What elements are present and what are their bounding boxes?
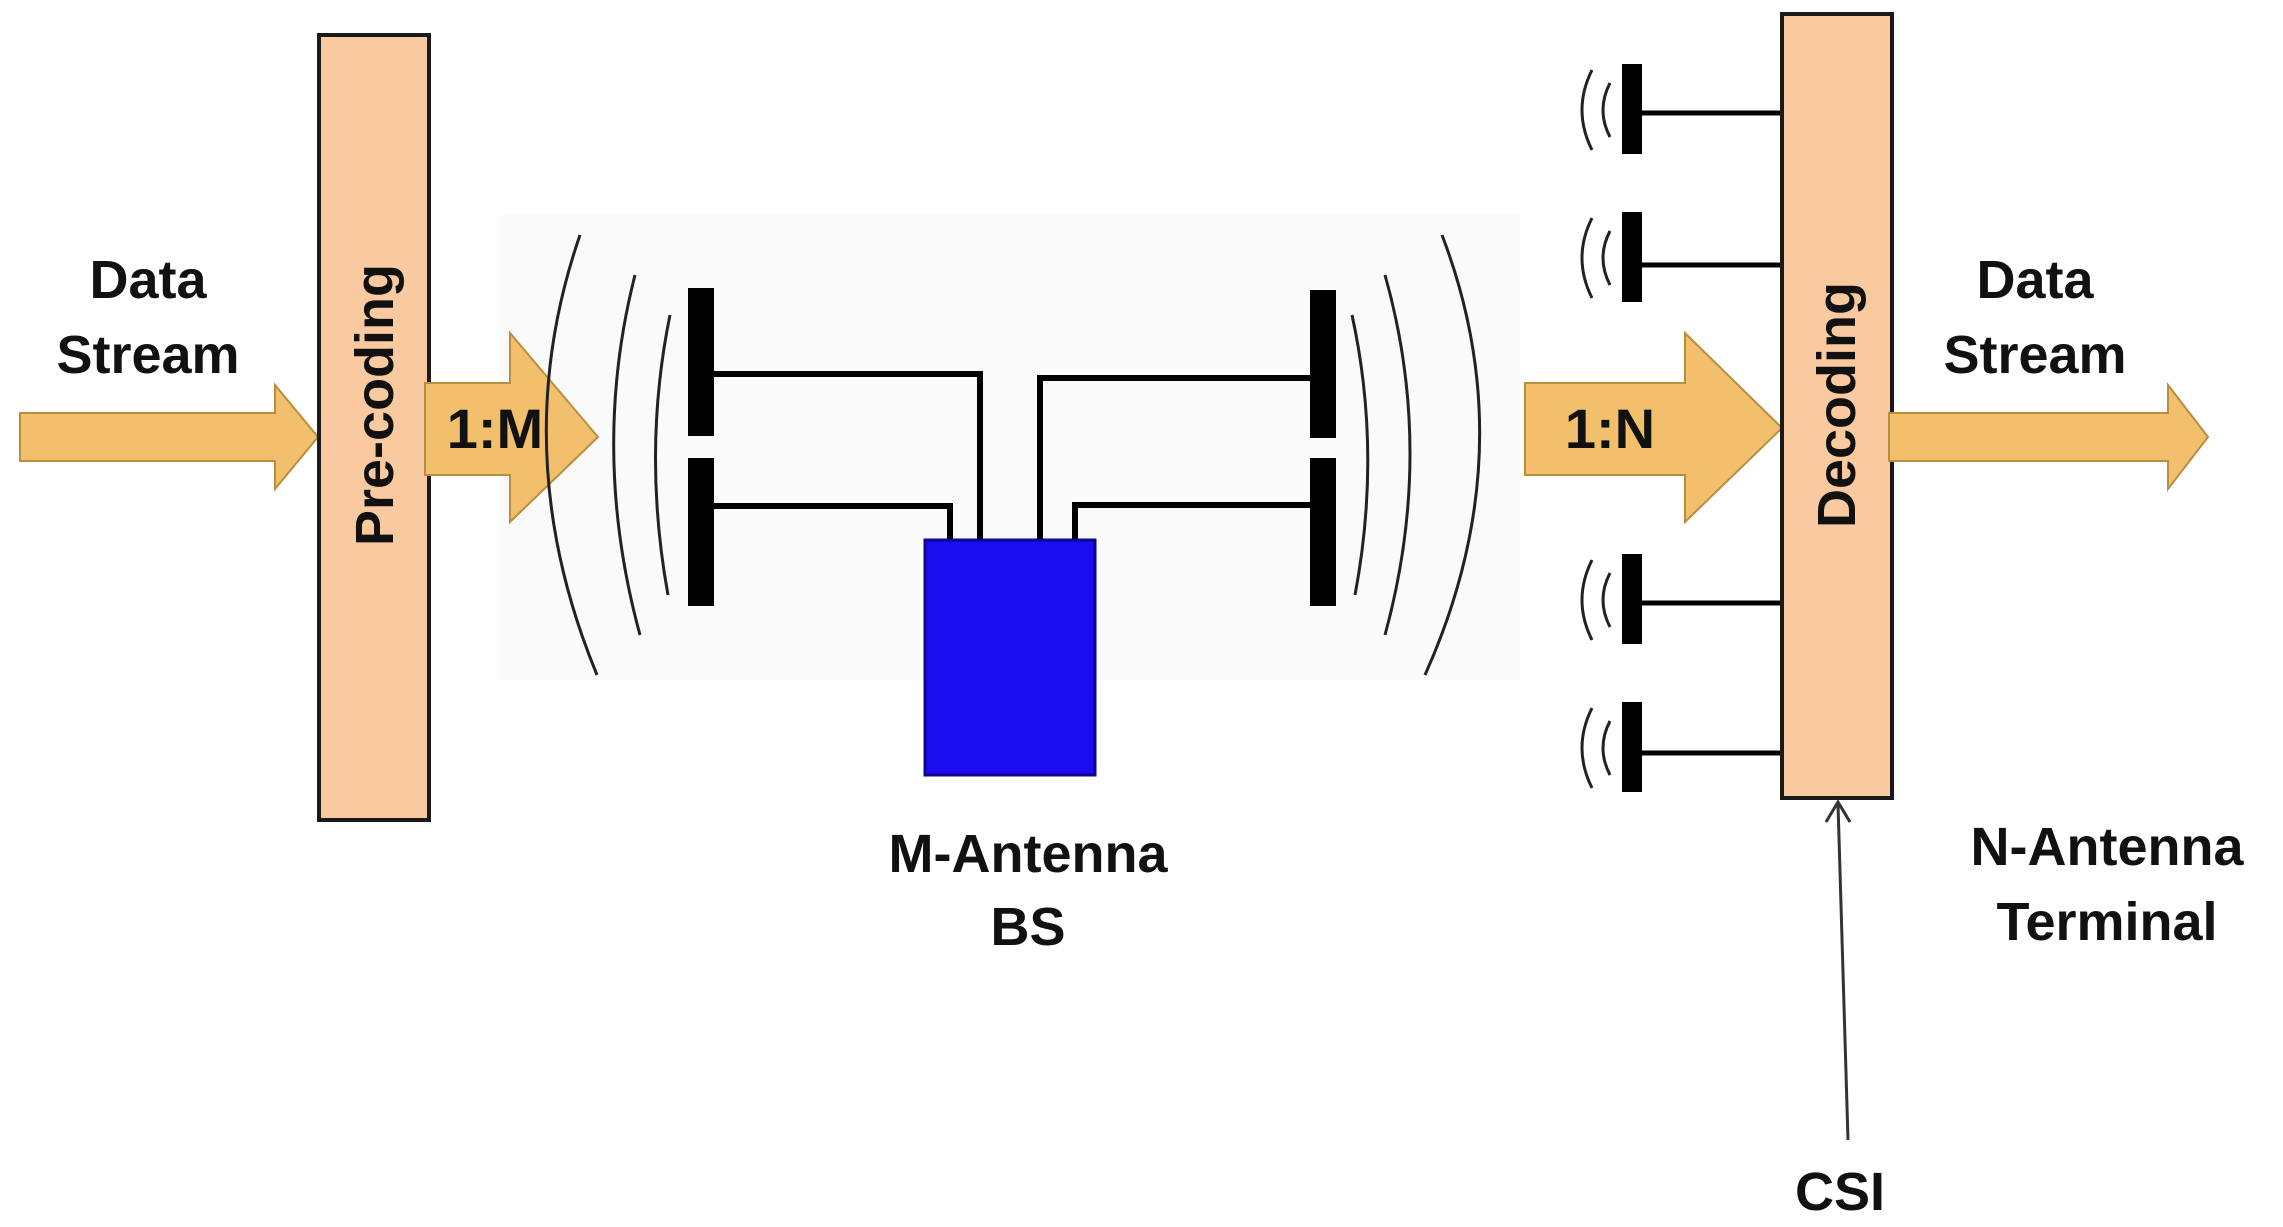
bs-label-line1: M-Antenna	[889, 824, 1169, 884]
output-stream-label-line2: Stream	[1943, 325, 2126, 385]
antenna-element	[688, 288, 714, 436]
ratio-n-label: 1:N	[1565, 397, 1655, 460]
ratio-m-arrow	[424, 330, 600, 525]
terminal-antenna	[1580, 64, 1782, 154]
right-radiation-waves	[1350, 234, 1482, 676]
input-stream-label-line2: Stream	[56, 325, 239, 385]
bs-label-line2: BS	[990, 897, 1065, 957]
decoding-label: Decoding	[1807, 282, 1867, 528]
bs-antennas-left	[688, 288, 714, 606]
decoding-block	[1780, 12, 1894, 800]
terminal-label-line2: Terminal	[1996, 892, 2217, 952]
precoding-block	[317, 33, 431, 822]
output-arrow	[1888, 382, 2210, 492]
precoding-label: Pre-coding	[345, 264, 405, 546]
terminal-antenna	[1580, 702, 1782, 792]
terminal-antennas	[1580, 64, 1782, 792]
terminal-antenna	[1580, 554, 1782, 644]
csi-arrow	[1824, 799, 1852, 1141]
antenna-element	[1310, 290, 1336, 438]
input-stream-label-line1: Data	[89, 250, 207, 310]
antenna-element	[688, 458, 714, 606]
input-arrow	[19, 382, 320, 492]
csi-label: CSI	[1795, 1162, 1885, 1222]
ratio-n-arrow	[1524, 330, 1784, 525]
terminal-antenna	[1580, 212, 1782, 302]
ratio-m-label: 1:M	[447, 397, 543, 460]
bs-feed-lines	[714, 371, 1310, 540]
output-stream-label-line1: Data	[1976, 250, 2094, 310]
terminal-label-line1: N-Antenna	[1971, 817, 2245, 877]
left-radiation-waves	[544, 234, 672, 676]
bs-antennas-right	[1310, 290, 1336, 606]
base-station	[923, 538, 1097, 777]
antenna-element	[1310, 458, 1336, 606]
